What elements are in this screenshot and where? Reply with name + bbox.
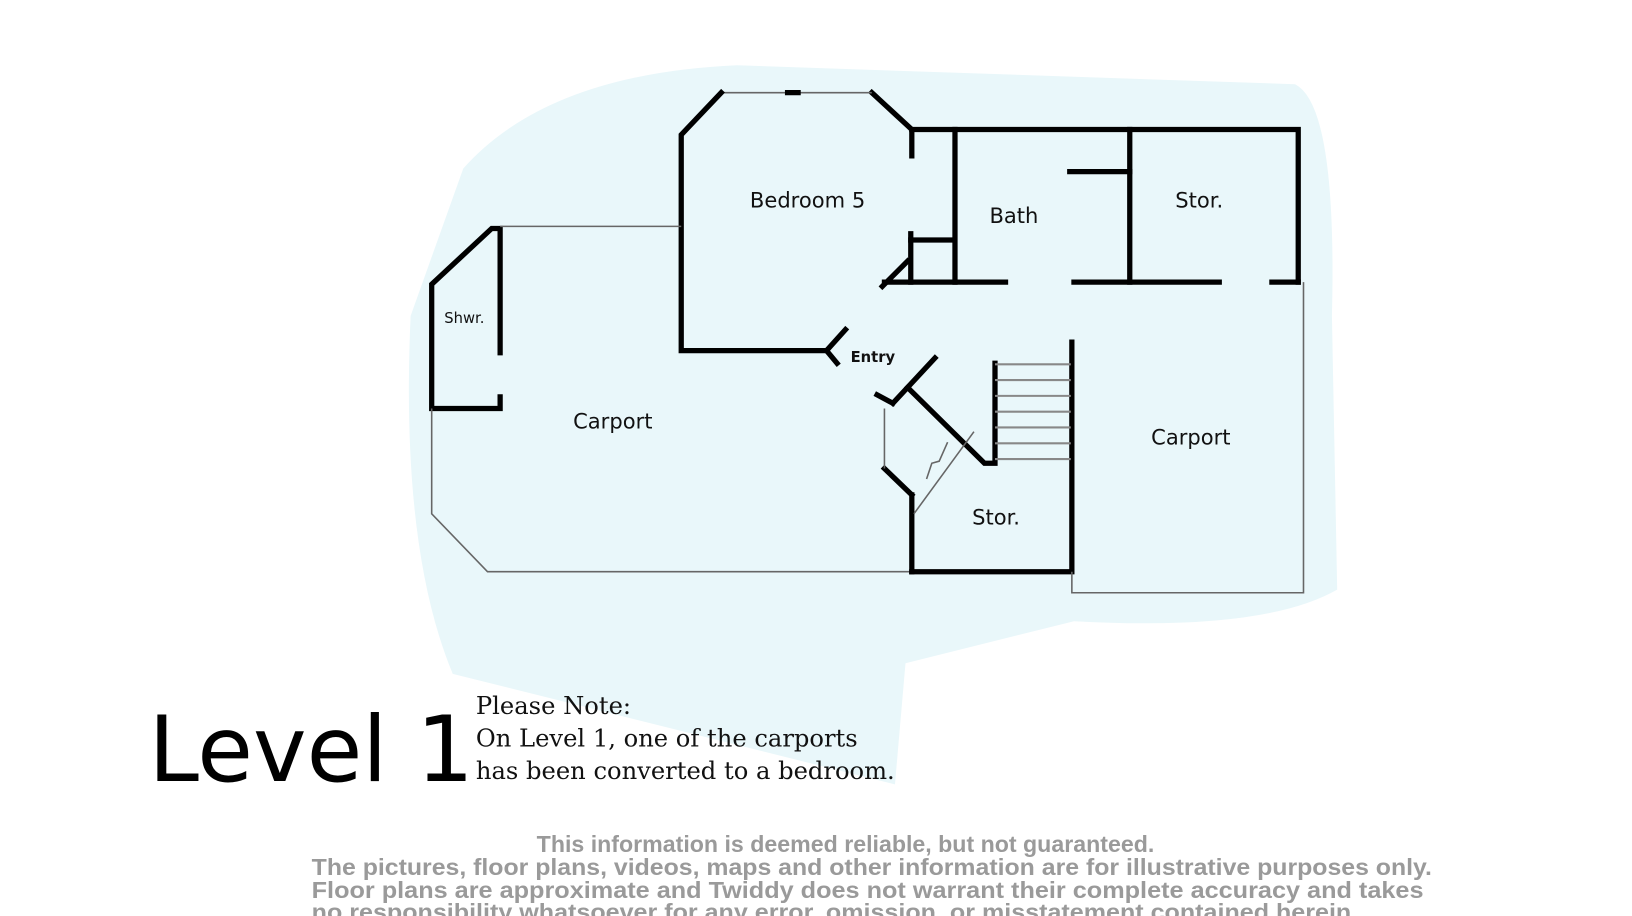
room-label-bath: Bath (989, 203, 1038, 228)
room-label-entry: Entry (851, 349, 896, 366)
disclaimer-line-3: Floor plans are approximate and Twiddy d… (312, 877, 1424, 903)
note-heading: Please Note: (476, 692, 631, 720)
disclaimer-line-4: no responsibility whatsoever for any err… (312, 899, 1359, 916)
stair-treads (994, 363, 1071, 461)
room-label-carport-left: Carport (573, 409, 652, 434)
disclaimer-line-1: This information is deemed reliable, but… (537, 831, 1155, 857)
walls (429, 88, 1305, 594)
level-title: Level 1 (148, 698, 473, 803)
room-label-storage-upper: Stor. (1175, 187, 1223, 212)
room-label-carport-right: Carport (1151, 424, 1230, 449)
room-label-storage-lower: Stor. (972, 504, 1020, 529)
plan-background-tint (408, 65, 1338, 785)
note-line-2: has been converted to a bedroom. (476, 757, 895, 785)
disclaimer-line-2: The pictures, floor plans, videos, maps … (312, 854, 1432, 880)
room-label-bedroom: Bedroom 5 (750, 187, 865, 212)
note-line-1: On Level 1, one of the carports (476, 724, 858, 752)
room-label-shower: Shwr. (444, 310, 484, 327)
